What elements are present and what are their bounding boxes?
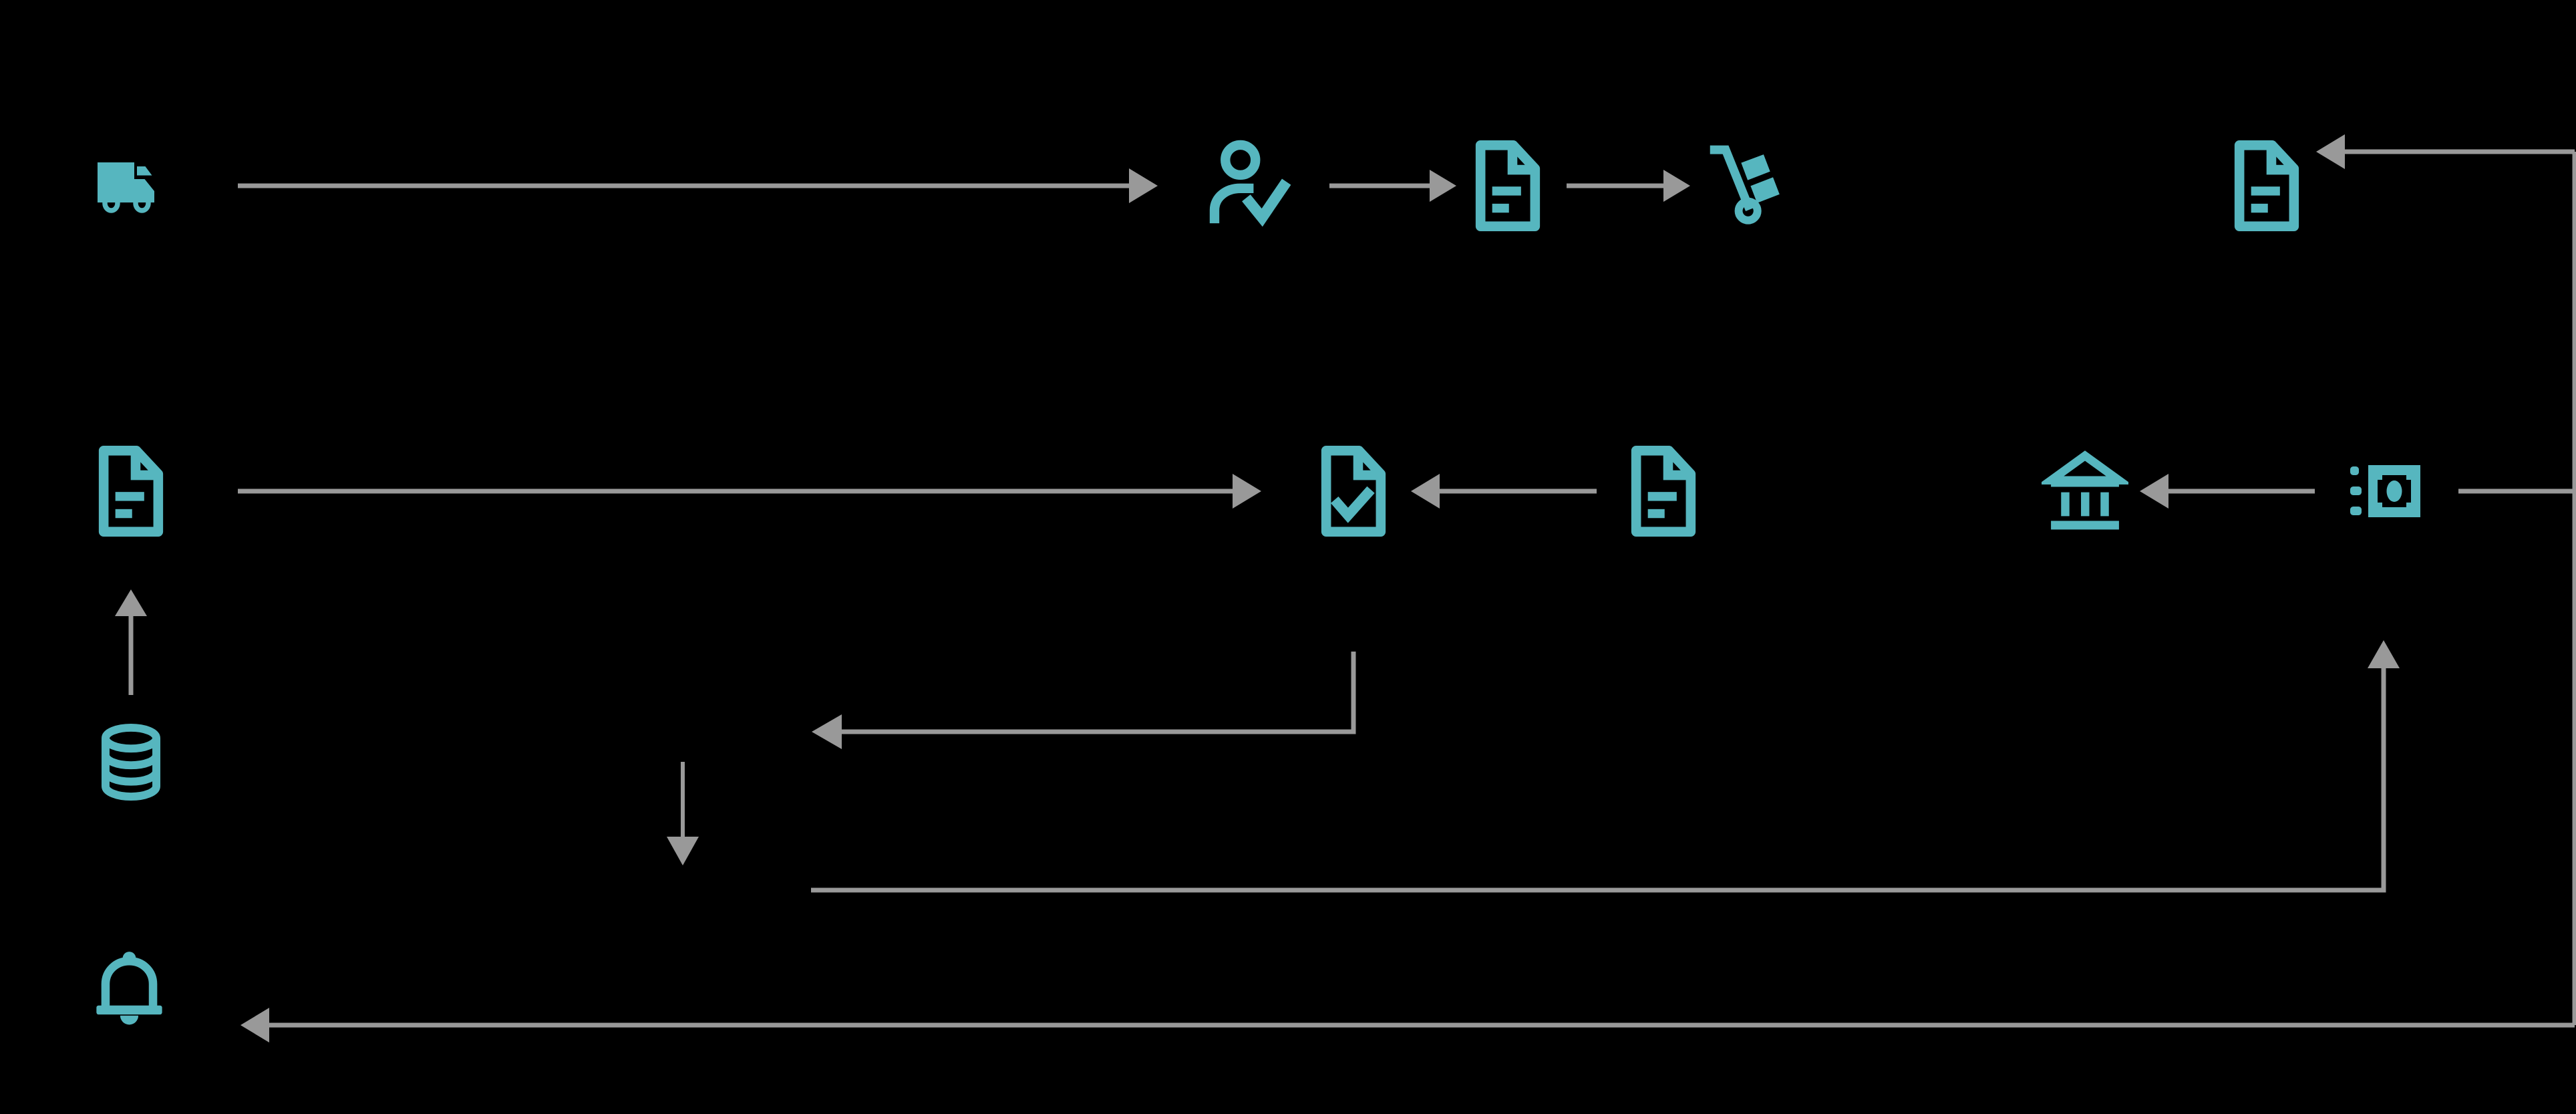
document-icon[interactable]	[94, 444, 168, 538]
connector-payment-to-bank	[2140, 474, 2315, 509]
connector-approved-to-loopback	[812, 652, 1356, 749]
connector-po-to-approved	[238, 474, 1261, 509]
connector-lowerbus-to-payment	[811, 640, 2400, 893]
connector-note-to-handtruck	[1567, 170, 1690, 202]
document-icon[interactable]	[1471, 139, 1545, 233]
connector-rightbus-to-notification	[240, 1008, 2575, 1042]
delivery-truck-icon[interactable]	[91, 146, 171, 226]
connector-mid-down-arrow	[667, 762, 699, 865]
user-check-icon[interactable]	[1201, 134, 1301, 234]
bell-icon[interactable]	[91, 946, 168, 1032]
connector-rightbus-to-invoice	[2316, 134, 2575, 169]
connector-receipt-to-approved	[1411, 474, 1597, 509]
connector-customer-to-note	[1329, 170, 1456, 202]
document-check-icon[interactable]	[1317, 444, 1390, 538]
hand-truck-icon[interactable]	[1704, 134, 1790, 234]
document-icon[interactable]	[1627, 444, 1700, 538]
document-icon[interactable]	[2230, 139, 2303, 233]
connector-database-to-po	[115, 589, 147, 695]
bank-icon[interactable]	[2042, 448, 2128, 535]
database-icon[interactable]	[94, 720, 168, 804]
banknote-icon[interactable]	[2347, 451, 2434, 531]
connector-truck-to-customer	[238, 168, 1158, 203]
